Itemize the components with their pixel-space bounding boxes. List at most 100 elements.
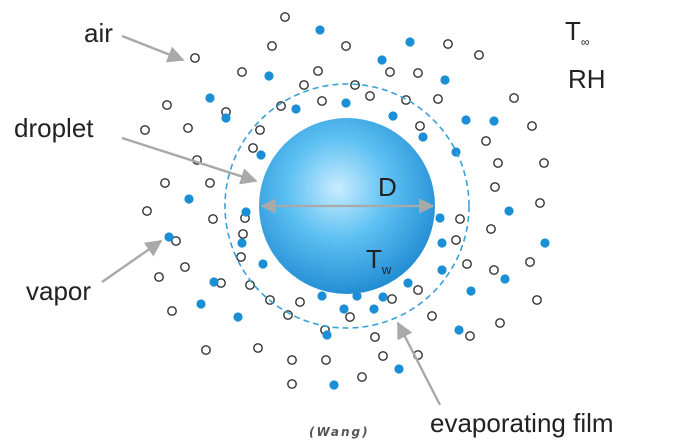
air-molecule-icon [474, 50, 484, 60]
vapor-molecule-icon [435, 213, 445, 223]
vapor-molecule-icon [209, 277, 219, 287]
droplet-label: droplet [14, 113, 94, 143]
vapor-molecule-icon [322, 330, 332, 340]
air-molecule-icon [489, 265, 499, 275]
vapor-molecule-icon [405, 37, 415, 47]
vapor-molecule-icon [540, 238, 550, 248]
vapor-molecule-icon [256, 150, 266, 160]
ambient-temperature-subscript: ∞ [581, 35, 590, 49]
ambient-temperature-label: T∞ [565, 16, 589, 49]
air-molecule-icon [201, 345, 211, 355]
vapor-molecule-icon [504, 206, 514, 216]
vapor-molecule-icon [291, 104, 301, 114]
air-molecule-icon [237, 67, 247, 77]
air-molecule-icon [451, 235, 461, 245]
air-molecule-icon [413, 285, 423, 295]
air-molecule-icon [509, 93, 519, 103]
air-molecule-icon [267, 41, 277, 51]
air-molecule-icon [370, 332, 380, 342]
vapor-molecule-icon [184, 194, 194, 204]
wall-temperature-subscript: w [381, 262, 392, 277]
air-molecule-icon [190, 53, 200, 63]
air-molecule-icon [171, 236, 181, 246]
vapor-molecule-icon [388, 111, 398, 121]
air-molecule-icon [313, 66, 323, 76]
vapor-molecule-icon [369, 304, 379, 314]
air-molecule-icon [481, 136, 491, 146]
air-molecule-icon [142, 206, 152, 216]
air-molecule-icon [385, 67, 395, 77]
vapor-molecule-icon [233, 312, 243, 322]
air-molecule-icon [365, 91, 375, 101]
credit-label: (Wang) [309, 425, 370, 439]
vapor-molecule-icon [258, 259, 268, 269]
air-molecule-icon [255, 125, 265, 135]
air-molecule-icon [248, 143, 258, 153]
evaporating-film-label: evaporating film [430, 408, 614, 438]
vapor-molecule-icon [341, 98, 351, 108]
air-molecule-icon [433, 94, 443, 104]
relative-humidity-label: RH [568, 64, 606, 94]
vapor-molecule-icon [489, 116, 499, 126]
air-molecule-icon [154, 272, 164, 282]
wall-temperature-label: Tw [366, 244, 392, 277]
air-label: air [84, 18, 113, 48]
vapor-molecule-icon [466, 286, 476, 296]
air-molecule-icon [287, 355, 297, 365]
air-molecule-icon [443, 39, 453, 49]
air-molecule-icon [413, 68, 423, 78]
vapor-label: vapor [26, 276, 91, 306]
air-molecule-icon [287, 379, 297, 389]
vapor-molecule-icon [196, 299, 206, 309]
air-molecule-icon [527, 121, 537, 131]
air-molecule-icon [167, 306, 177, 316]
air-molecule-icon [415, 121, 425, 131]
vapor-molecule-icon [164, 232, 174, 242]
vapor-pointer-arrow [101, 240, 163, 283]
vapor-molecule-icon [317, 291, 327, 301]
air-molecule-icon [295, 297, 305, 307]
air-molecule-icon [539, 158, 549, 168]
air-molecule-icon [493, 158, 503, 168]
vapor-molecule-icon [315, 25, 325, 35]
vapor-molecule-icon [440, 75, 450, 85]
air-molecule-icon [387, 294, 397, 304]
air-molecule-icon [317, 96, 327, 106]
vapor-molecule-icon [237, 238, 247, 248]
air-molecule-icon [532, 295, 542, 305]
air-molecule-icon [205, 178, 215, 188]
vapor-molecule-icon [378, 292, 388, 302]
air-molecule-icon [140, 125, 150, 135]
air-molecule-icon [455, 214, 465, 224]
vapor-molecule-icon [352, 291, 362, 301]
vapor-molecule-icon [377, 55, 387, 65]
film-pointer-arrow [396, 321, 442, 406]
air-molecule-icon [462, 259, 472, 269]
air-molecule-icon [299, 80, 309, 90]
air-molecule-icon [253, 343, 263, 353]
vapor-molecule-icon [221, 113, 231, 123]
vapor-molecule-icon [339, 304, 349, 314]
air-molecule-icon [238, 229, 248, 239]
vapor-molecule-icon [264, 71, 274, 81]
air-molecule-icon [321, 355, 331, 365]
vapor-molecule-icon [437, 265, 447, 275]
vapor-molecule-icon [454, 325, 464, 335]
air-molecule-icon [490, 182, 500, 192]
air-molecule-icon [345, 312, 355, 322]
vapor-molecule-icon [329, 380, 339, 390]
vapor-molecule-icon [403, 278, 413, 288]
vapor-molecule-icon [437, 238, 447, 248]
air-molecule-icon [183, 123, 193, 133]
air-molecule-icon [283, 310, 293, 320]
vapor-molecule-icon [418, 132, 428, 142]
diameter-label: D [378, 172, 397, 202]
air-molecule-icon [208, 214, 218, 224]
air-molecule-icon [280, 12, 290, 22]
air-molecule-icon [357, 372, 367, 382]
vapor-molecule-icon [205, 93, 215, 103]
air-molecule-icon [160, 178, 170, 188]
air-molecule-icon [180, 262, 190, 272]
air-molecule-icon [525, 257, 535, 267]
